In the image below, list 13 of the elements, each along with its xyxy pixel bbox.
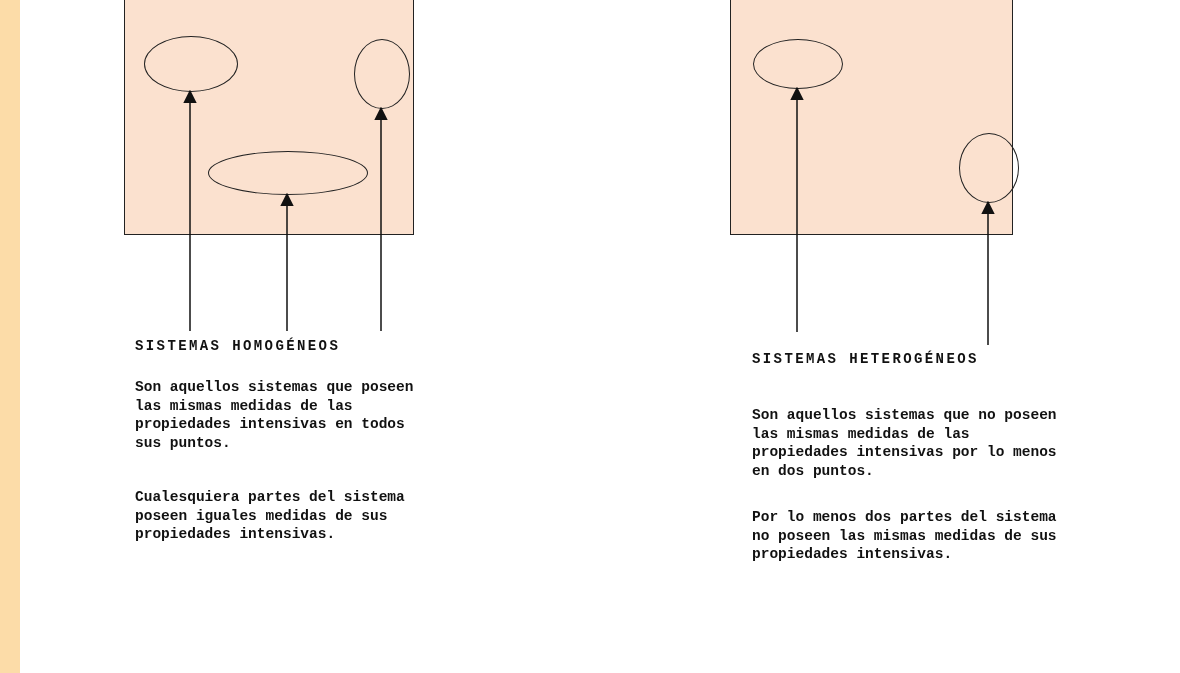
description-text: Son aquellos sistemas que poseen las mismas medidas de las propiedades intensivas en todos sus puntos. (135, 378, 415, 452)
section-heading: SISTEMAS HOMOGÉNEOS (135, 338, 379, 354)
section-heading: SISTEMAS HETEROGÉNEOS (752, 351, 979, 367)
frame-box (730, 0, 1013, 235)
leader-arrow (183, 89, 197, 332)
description-text: Cualesquiera partes del sistema poseen iguales medidas de sus propiedades intensivas. (135, 488, 406, 544)
leader-arrow (790, 86, 804, 333)
description-text: Por lo menos dos partes del sistema no poseen las mismas medidas de sus propiedades intensivas. (752, 508, 1058, 564)
leader-arrow (981, 200, 995, 346)
frame-box (124, 0, 414, 235)
description-text: Son aquellos sistemas que no poseen las mismas medidas de las propiedades intensivas por lo menos en dos puntos. (752, 406, 1058, 480)
leader-arrow (374, 106, 388, 332)
leader-arrow (280, 192, 294, 332)
